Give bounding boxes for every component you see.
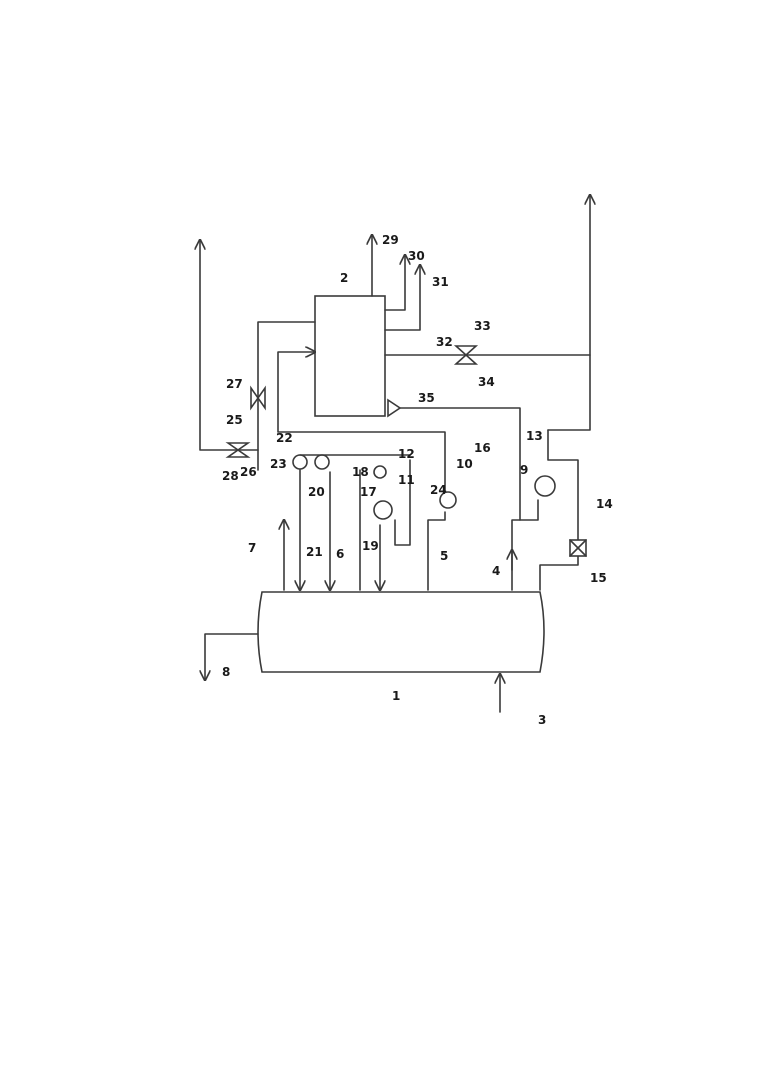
label-35: 35 xyxy=(418,391,435,405)
label-12: 12 xyxy=(398,447,415,461)
label-11: 11 xyxy=(398,473,415,487)
label-2: 2 xyxy=(340,271,348,285)
label-1: 1 xyxy=(392,689,400,703)
line-8 xyxy=(205,634,258,680)
label-5: 5 xyxy=(440,549,448,563)
label-4: 4 xyxy=(492,564,500,578)
line-4 xyxy=(512,500,538,590)
label-25: 25 xyxy=(226,413,243,427)
line-13 xyxy=(548,195,590,430)
label-27: 27 xyxy=(226,377,243,391)
label-17: 17 xyxy=(360,485,377,499)
valve-35 xyxy=(388,400,400,416)
line-31 xyxy=(385,265,420,330)
label-7: 7 xyxy=(248,541,256,555)
label-30: 30 xyxy=(408,249,425,263)
label-26: 26 xyxy=(240,465,257,479)
label-28: 28 xyxy=(222,469,239,483)
label-3: 3 xyxy=(538,713,546,727)
label-9: 9 xyxy=(520,463,528,477)
label-23: 23 xyxy=(270,457,287,471)
pump-11 xyxy=(374,501,392,519)
label-32: 32 xyxy=(436,335,453,349)
pump-23 xyxy=(293,455,307,469)
label-19: 19 xyxy=(362,539,379,553)
pump-9 xyxy=(535,476,555,496)
label-31: 31 xyxy=(432,275,449,289)
unit-2 xyxy=(315,296,385,416)
label-22: 22 xyxy=(276,431,293,445)
label-34: 34 xyxy=(478,375,495,389)
pump-12 xyxy=(374,466,386,478)
label-10: 10 xyxy=(456,457,473,471)
label-14: 14 xyxy=(596,497,613,511)
label-16: 16 xyxy=(474,441,491,455)
label-8: 8 xyxy=(222,665,230,679)
label-18: 18 xyxy=(352,465,369,479)
label-21: 21 xyxy=(306,545,323,559)
label-15: 15 xyxy=(590,571,607,585)
label-20: 20 xyxy=(308,485,325,499)
label-6: 6 xyxy=(336,547,344,561)
label-33: 33 xyxy=(474,319,491,333)
label-29: 29 xyxy=(382,233,399,247)
pump-20 xyxy=(315,455,329,469)
label-24: 24 xyxy=(430,483,447,497)
line-14 xyxy=(540,430,578,590)
line-30 xyxy=(385,255,405,310)
label-13: 13 xyxy=(526,429,543,443)
line-25 xyxy=(258,322,315,470)
vessel-1 xyxy=(258,592,544,672)
